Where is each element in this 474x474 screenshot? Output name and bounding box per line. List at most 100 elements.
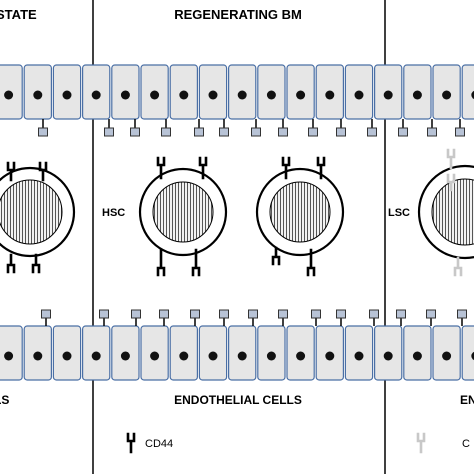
cell-nucleus — [150, 351, 160, 361]
endothelial-cell — [111, 64, 140, 120]
bottom-endothelial-layer — [0, 325, 474, 381]
cell-nucleus — [179, 351, 189, 361]
ligand — [336, 119, 346, 137]
cell-nucleus — [237, 351, 247, 361]
cell-nucleus — [442, 351, 452, 361]
ligand — [336, 309, 346, 326]
cell-nucleus — [120, 351, 130, 361]
endothelial-cell — [461, 325, 474, 381]
endothelial-cell — [374, 64, 403, 120]
ligand — [130, 119, 140, 137]
cell-nucleus — [471, 90, 474, 100]
endothelial-cell — [81, 64, 111, 120]
endothelial-cell — [169, 64, 198, 120]
cell-nucleus — [91, 90, 101, 100]
endothelial-cell — [228, 64, 257, 120]
cell-nucleus — [91, 351, 101, 361]
endothelial-cell — [344, 325, 374, 381]
endothelial-cell — [403, 64, 432, 120]
hsc-cell-1 — [138, 167, 228, 257]
endothelial-cell — [0, 325, 23, 381]
endothelial-cell — [257, 325, 286, 381]
cell-nucleus — [412, 351, 422, 361]
ligand — [367, 119, 377, 137]
cd44-legend-label: CD44 — [145, 438, 173, 450]
ligand — [159, 309, 169, 326]
cell-nucleus — [179, 90, 189, 100]
endothelial-cell — [52, 325, 82, 381]
ligand — [190, 309, 200, 326]
ligand — [455, 119, 465, 137]
ligand — [311, 309, 321, 326]
lsc-label: LSC — [388, 207, 410, 219]
ligand — [398, 119, 408, 137]
ligand — [248, 309, 258, 326]
cell-nucleus — [383, 351, 393, 361]
endothelial-cell — [198, 64, 228, 120]
left-stem-cell — [0, 166, 76, 258]
endothelial-cell — [52, 64, 82, 120]
endothelial-cell — [461, 64, 474, 120]
cell-nucleus — [237, 90, 247, 100]
endothelial-cell — [140, 325, 169, 381]
cell-nucleus — [4, 90, 14, 100]
endothelial-cell — [403, 325, 432, 381]
cell-nucleus — [296, 351, 306, 361]
ligand — [38, 119, 48, 137]
endothelial-cell — [23, 64, 53, 120]
legend: CD44 C — [126, 432, 470, 454]
cell-nucleus — [266, 351, 276, 361]
cell-nucleus — [208, 90, 218, 100]
middle-caption: ENDOTHELIAL CELLS — [174, 393, 302, 407]
cell-nucleus — [266, 90, 276, 100]
cell-nucleus — [62, 90, 72, 100]
cd44-legend-icon — [126, 432, 136, 454]
ligand — [41, 309, 51, 326]
cell-nucleus — [62, 351, 72, 361]
lsc-cell — [417, 164, 474, 260]
grey-receptor-legend-icon — [416, 432, 426, 454]
ligand — [427, 119, 437, 137]
ligand — [131, 309, 141, 326]
cell-nucleus — [296, 90, 306, 100]
cell-nucleus — [412, 90, 422, 100]
endothelial-cell — [23, 325, 53, 381]
ligand — [99, 309, 109, 326]
cell-nucleus — [120, 90, 130, 100]
endothelial-cell — [286, 325, 315, 381]
ligand — [194, 119, 204, 137]
cell-nucleus — [471, 351, 474, 361]
ligand — [161, 119, 171, 137]
grey-receptor-legend-label: C — [462, 438, 470, 450]
ligand — [251, 119, 261, 137]
endothelial-cell — [374, 325, 403, 381]
cell-nucleus — [33, 90, 43, 100]
endothelial-cell — [257, 64, 286, 120]
ligand — [219, 119, 229, 137]
cd44-receptors — [6, 148, 463, 277]
cell-nucleus — [354, 90, 364, 100]
ligand — [369, 309, 379, 326]
right-caption: EN — [460, 393, 474, 407]
cell-nucleus — [208, 351, 218, 361]
endothelial-cell — [432, 64, 461, 120]
endothelial-cell — [111, 325, 140, 381]
endothelial-cell — [344, 64, 374, 120]
cell-nucleus — [325, 351, 335, 361]
cell-nucleus — [4, 351, 14, 361]
cell-nucleus — [354, 351, 364, 361]
endothelial-cell — [286, 64, 315, 120]
endothelial-cell — [198, 325, 228, 381]
top-ligand-row — [38, 119, 465, 137]
middle-panel-title: REGENERATING BM — [174, 7, 302, 22]
cell-nucleus — [33, 351, 43, 361]
endothelial-cell — [0, 64, 23, 120]
cell-nucleus — [383, 90, 393, 100]
left-panel-title: STATE — [0, 7, 37, 22]
endothelial-cell — [432, 325, 461, 381]
ligand — [308, 119, 318, 137]
ligand — [278, 309, 288, 326]
top-endothelial-layer — [0, 64, 474, 120]
cell-nucleus — [442, 90, 452, 100]
